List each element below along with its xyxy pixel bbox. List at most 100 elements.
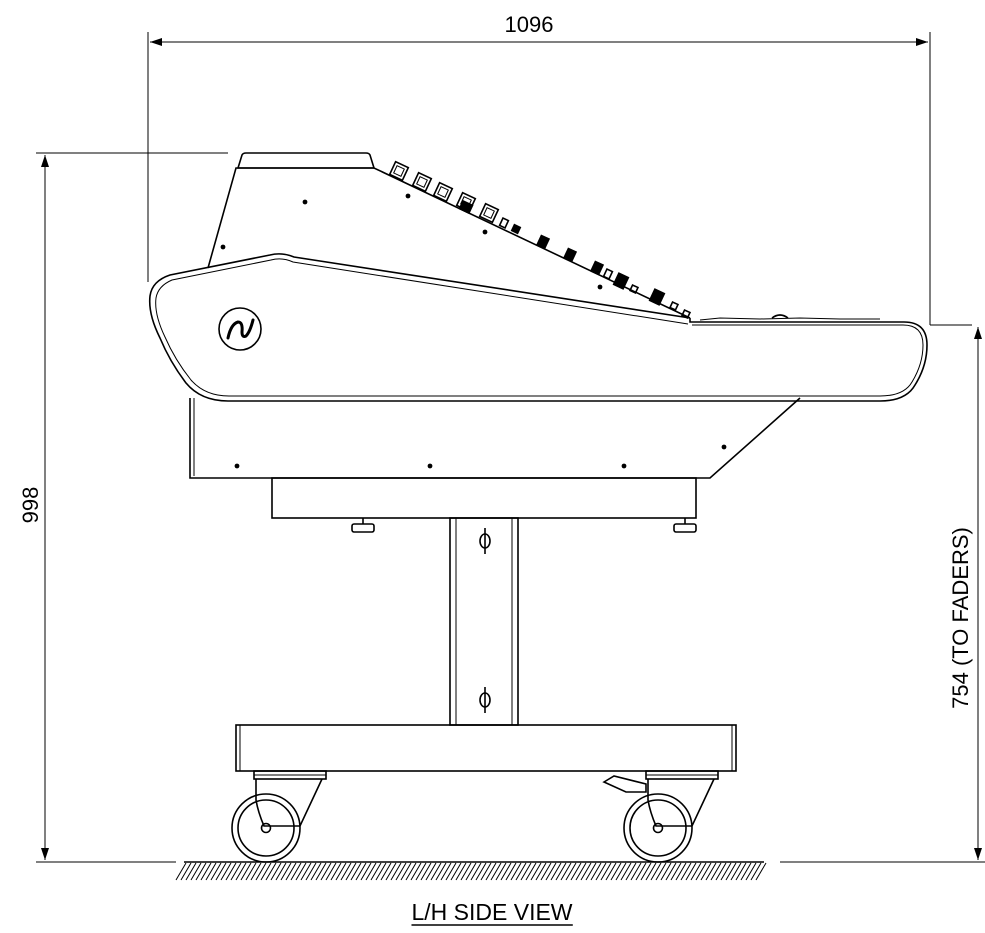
height-dimension: 998 xyxy=(18,152,228,863)
hatch-stroke xyxy=(500,862,512,881)
knob xyxy=(562,247,578,263)
switch-cap xyxy=(388,160,410,182)
screw xyxy=(405,193,411,199)
caster-left xyxy=(231,770,327,863)
caster-wheel xyxy=(231,793,301,863)
hatch-stroke xyxy=(675,862,687,881)
hatch-stroke xyxy=(585,862,597,881)
hatch-stroke xyxy=(330,862,342,881)
hatch-stroke xyxy=(730,862,742,881)
hatch-stroke xyxy=(565,862,577,881)
hatch-stroke xyxy=(225,862,237,881)
hatch-stroke xyxy=(440,862,452,881)
hatch-stroke xyxy=(735,862,747,881)
screw xyxy=(302,199,308,205)
screw xyxy=(234,463,240,469)
hatch-stroke xyxy=(370,862,382,881)
hatch-stroke xyxy=(610,862,622,881)
hatch-stroke xyxy=(520,862,532,881)
hatch-stroke xyxy=(670,862,682,881)
hatch-stroke xyxy=(450,862,462,881)
hatch-stroke xyxy=(640,862,652,881)
hatch-stroke xyxy=(345,862,357,881)
hatch-stroke xyxy=(270,862,282,881)
caster-axle xyxy=(652,822,664,834)
screw xyxy=(621,463,627,469)
floor-hatching xyxy=(175,861,767,881)
hatch-stroke xyxy=(620,862,632,881)
console-upper-body xyxy=(207,152,691,319)
hatch-stroke xyxy=(700,862,712,881)
hatch-stroke xyxy=(340,862,352,881)
switch-cap xyxy=(432,181,454,203)
hatch-stroke xyxy=(605,862,617,881)
hatch-stroke xyxy=(445,862,457,881)
hatch-stroke xyxy=(625,862,637,881)
control-knobs xyxy=(388,160,692,320)
hatch-stroke xyxy=(420,862,432,881)
top-cap xyxy=(236,152,376,169)
hatch-stroke xyxy=(190,862,202,881)
hatch-stroke xyxy=(180,862,192,881)
hatch-stroke xyxy=(220,862,232,881)
caster-right xyxy=(602,770,719,863)
hatch-stroke xyxy=(400,862,412,881)
hatch-stroke xyxy=(455,862,467,881)
screw xyxy=(427,463,433,469)
caster-fork xyxy=(647,778,715,827)
hatch-stroke xyxy=(245,862,257,881)
fader-dimension-label: 754 (TO FADERS) xyxy=(948,527,973,709)
hatch-stroke xyxy=(360,862,372,881)
hatch-stroke xyxy=(545,862,557,881)
hatch-stroke xyxy=(375,862,387,881)
hatch-stroke xyxy=(260,862,272,881)
view-title-label: L/H SIDE VIEW xyxy=(411,899,572,925)
hatch-stroke xyxy=(475,862,487,881)
hatch-stroke xyxy=(230,862,242,881)
screw xyxy=(220,244,226,250)
hatch-stroke xyxy=(185,862,197,881)
stand-top-plate xyxy=(271,477,697,519)
hatch-stroke xyxy=(555,862,567,881)
hatch-stroke xyxy=(310,862,322,881)
hatch-stroke xyxy=(600,862,612,881)
hatch-stroke xyxy=(425,862,437,881)
width-dimension: 1096 xyxy=(147,12,972,326)
knob xyxy=(648,288,666,306)
leveling-foot-left xyxy=(351,518,375,533)
hatch-stroke xyxy=(390,862,402,881)
hatch-stroke xyxy=(290,862,302,881)
screw xyxy=(597,284,603,290)
hatch-stroke xyxy=(355,862,367,881)
hatch-stroke xyxy=(465,862,477,881)
hatch-stroke xyxy=(240,862,252,881)
switch-cap xyxy=(411,171,433,193)
hatch-stroke xyxy=(510,862,522,881)
hatch-stroke xyxy=(705,862,717,881)
hatch-stroke xyxy=(715,862,727,881)
hatch-stroke xyxy=(560,862,572,881)
hatch-stroke xyxy=(305,862,317,881)
hatch-stroke xyxy=(490,862,502,881)
hatch-stroke xyxy=(740,862,752,881)
hatch-stroke xyxy=(200,862,212,881)
hatch-stroke xyxy=(175,862,187,881)
hatch-stroke xyxy=(505,862,517,881)
caster-wheel xyxy=(623,793,693,863)
knob-small xyxy=(628,283,640,295)
console-side-panel xyxy=(148,253,928,402)
hatch-stroke xyxy=(535,862,547,881)
hatch-stroke xyxy=(525,862,537,881)
hatch-stroke xyxy=(745,862,757,881)
leveling-foot-right xyxy=(673,518,697,533)
hatch-stroke xyxy=(665,862,677,881)
hatch-stroke xyxy=(365,862,377,881)
screw xyxy=(482,229,488,235)
height-dimension-label: 998 xyxy=(18,487,43,524)
hatch-stroke xyxy=(325,862,337,881)
hatch-stroke xyxy=(615,862,627,881)
stand-base xyxy=(235,724,737,772)
switch-cap xyxy=(478,202,500,224)
upper-housing-outline xyxy=(207,167,691,319)
hatch-stroke xyxy=(380,862,392,881)
